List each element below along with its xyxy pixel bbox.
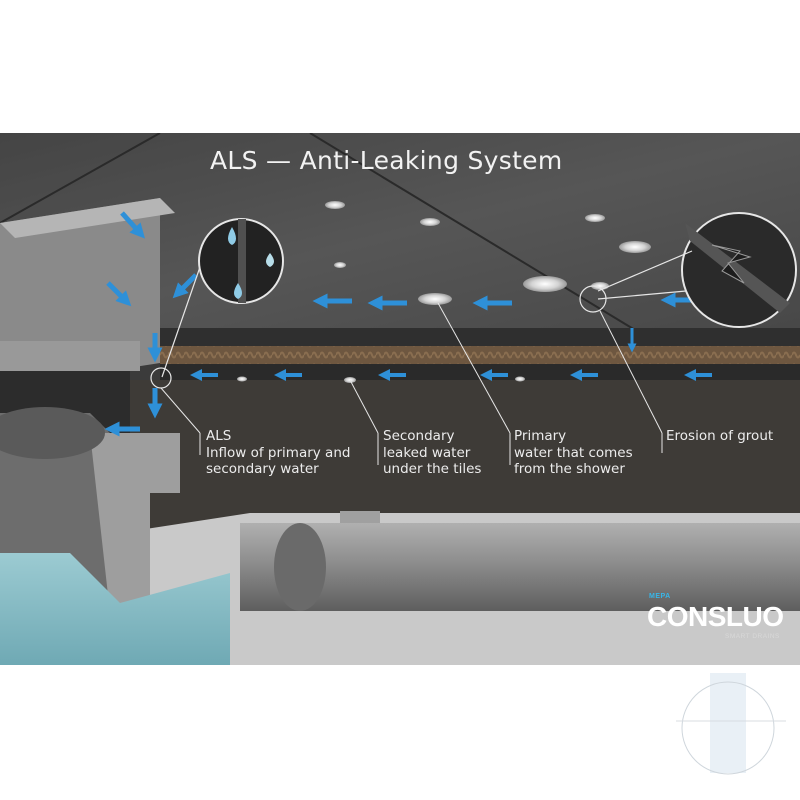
label-grout-erosion: Erosion of grout bbox=[666, 428, 773, 445]
diagram-title: ALS — Anti-Leaking System bbox=[210, 146, 563, 175]
water-puddle bbox=[619, 241, 651, 253]
pipe-collar bbox=[340, 511, 380, 523]
label-als: ALS Inflow of primary and secondary wate… bbox=[206, 428, 350, 478]
pipe-bend bbox=[274, 523, 326, 611]
label-als-line: secondary water bbox=[206, 461, 350, 478]
reinforcement-layer bbox=[160, 346, 800, 364]
label-als-line: Inflow of primary and bbox=[206, 445, 350, 462]
label-primary-line: Primary bbox=[514, 428, 633, 445]
water-puddle bbox=[334, 262, 346, 268]
label-secondary-line: under the tiles bbox=[383, 461, 481, 478]
water-puddle bbox=[420, 218, 440, 226]
tile-edge bbox=[160, 328, 800, 346]
label-secondary-line: leaked water bbox=[383, 445, 481, 462]
label-primary-water: Primary water that comes from the shower bbox=[514, 428, 633, 478]
label-primary-line: water that comes bbox=[514, 445, 633, 462]
als-diagram bbox=[0, 133, 800, 665]
drop-magnifier bbox=[199, 219, 283, 303]
grout-magnifier bbox=[682, 213, 796, 327]
label-als-line: ALS bbox=[206, 428, 350, 445]
label-grout-line: Erosion of grout bbox=[666, 428, 773, 445]
water-puddle bbox=[237, 377, 247, 382]
water-puddle bbox=[585, 214, 605, 222]
watermark-icon bbox=[676, 673, 786, 800]
membrane-layer bbox=[160, 364, 800, 380]
label-primary-line: from the shower bbox=[514, 461, 633, 478]
logo-prefix: MEPA bbox=[649, 593, 671, 600]
water-puddle bbox=[418, 293, 452, 305]
logo-name: CONSLUO bbox=[647, 601, 784, 632]
water-puddle bbox=[523, 276, 567, 292]
label-secondary-line: Secondary bbox=[383, 428, 481, 445]
drain-channel-wall bbox=[0, 341, 140, 371]
label-secondary-water: Secondary leaked water under the tiles bbox=[383, 428, 481, 478]
logo-subtitle: SMART DRAINS bbox=[725, 633, 780, 640]
water-puddle bbox=[325, 201, 345, 209]
water-puddle bbox=[515, 377, 525, 382]
brand-logo: MEPA CONSLUO SMART DRAINS bbox=[647, 601, 784, 633]
